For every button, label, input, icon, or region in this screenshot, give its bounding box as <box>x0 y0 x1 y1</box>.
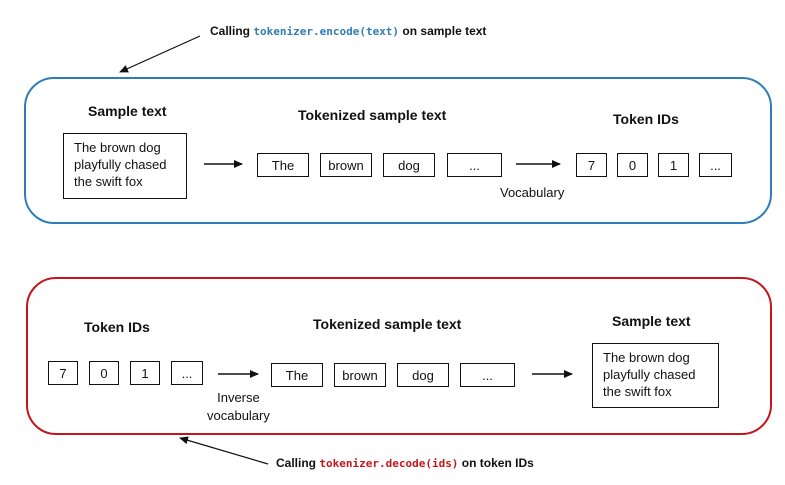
encode-token-box: brown <box>320 153 372 177</box>
decode-callout-prefix: Calling <box>276 456 317 470</box>
encode-id-box: 1 <box>658 153 689 177</box>
decode-sample-line: the swift fox <box>603 384 672 399</box>
decode-id-box: 1 <box>130 361 160 385</box>
decode-inverse-vocabulary-line: vocabulary <box>207 408 270 423</box>
encode-ids-heading: Token IDs <box>613 111 679 127</box>
encode-panel <box>24 77 772 224</box>
encode-sample-line: playfully chased <box>74 157 167 172</box>
encode-callout: Calling tokenizer.encode(text) on sample… <box>210 24 486 38</box>
encode-id-box: 0 <box>617 153 648 177</box>
encode-token-box: The <box>257 153 309 177</box>
encode-id-box: 7 <box>576 153 607 177</box>
decode-inverse-vocabulary-line: Inverse <box>217 390 260 405</box>
encode-callout-arrow <box>119 35 201 73</box>
encode-vocabulary-label: Vocabulary <box>500 185 565 200</box>
encode-token-box: ... <box>447 153 502 177</box>
decode-callout-suffix: on token IDs <box>461 456 534 470</box>
decode-sample-textbox: The brown dog playfully chased the swift… <box>592 343 719 408</box>
decode-token-box: dog <box>397 363 449 387</box>
decode-callout-code: tokenizer.decode(ids) <box>319 457 459 470</box>
encode-sample-textbox: The brown dog playfully chased the swift… <box>63 133 187 199</box>
encode-sample-line: the swift fox <box>74 174 143 189</box>
decode-token-box: ... <box>460 363 515 387</box>
encode-sample-line: The brown dog <box>74 140 161 155</box>
decode-callout: Calling tokenizer.decode(ids) on token I… <box>276 456 534 470</box>
decode-sample-heading: Sample text <box>612 313 691 329</box>
decode-panel <box>26 277 772 435</box>
decode-id-box: 7 <box>48 361 78 385</box>
encode-tokens-heading: Tokenized sample text <box>298 107 447 123</box>
decode-callout-arrow <box>179 436 269 465</box>
encode-callout-suffix: on sample text <box>402 24 487 38</box>
decode-token-box: The <box>271 363 323 387</box>
decode-sample-line: playfully chased <box>603 367 696 382</box>
encode-token-box: dog <box>383 153 435 177</box>
decode-token-box: brown <box>334 363 386 387</box>
decode-id-box: 0 <box>89 361 119 385</box>
encode-sample-heading: Sample text <box>88 103 167 119</box>
decode-id-box: ... <box>171 361 203 385</box>
decode-sample-line: The brown dog <box>603 350 690 365</box>
encode-id-box: ... <box>699 153 732 177</box>
decode-tokens-heading: Tokenized sample text <box>313 316 462 332</box>
decode-ids-heading: Token IDs <box>84 319 150 335</box>
encode-callout-prefix: Calling <box>210 24 251 38</box>
decode-inverse-vocabulary-label: Inverse vocabulary <box>207 389 270 425</box>
encode-callout-code: tokenizer.encode(text) <box>253 25 400 38</box>
